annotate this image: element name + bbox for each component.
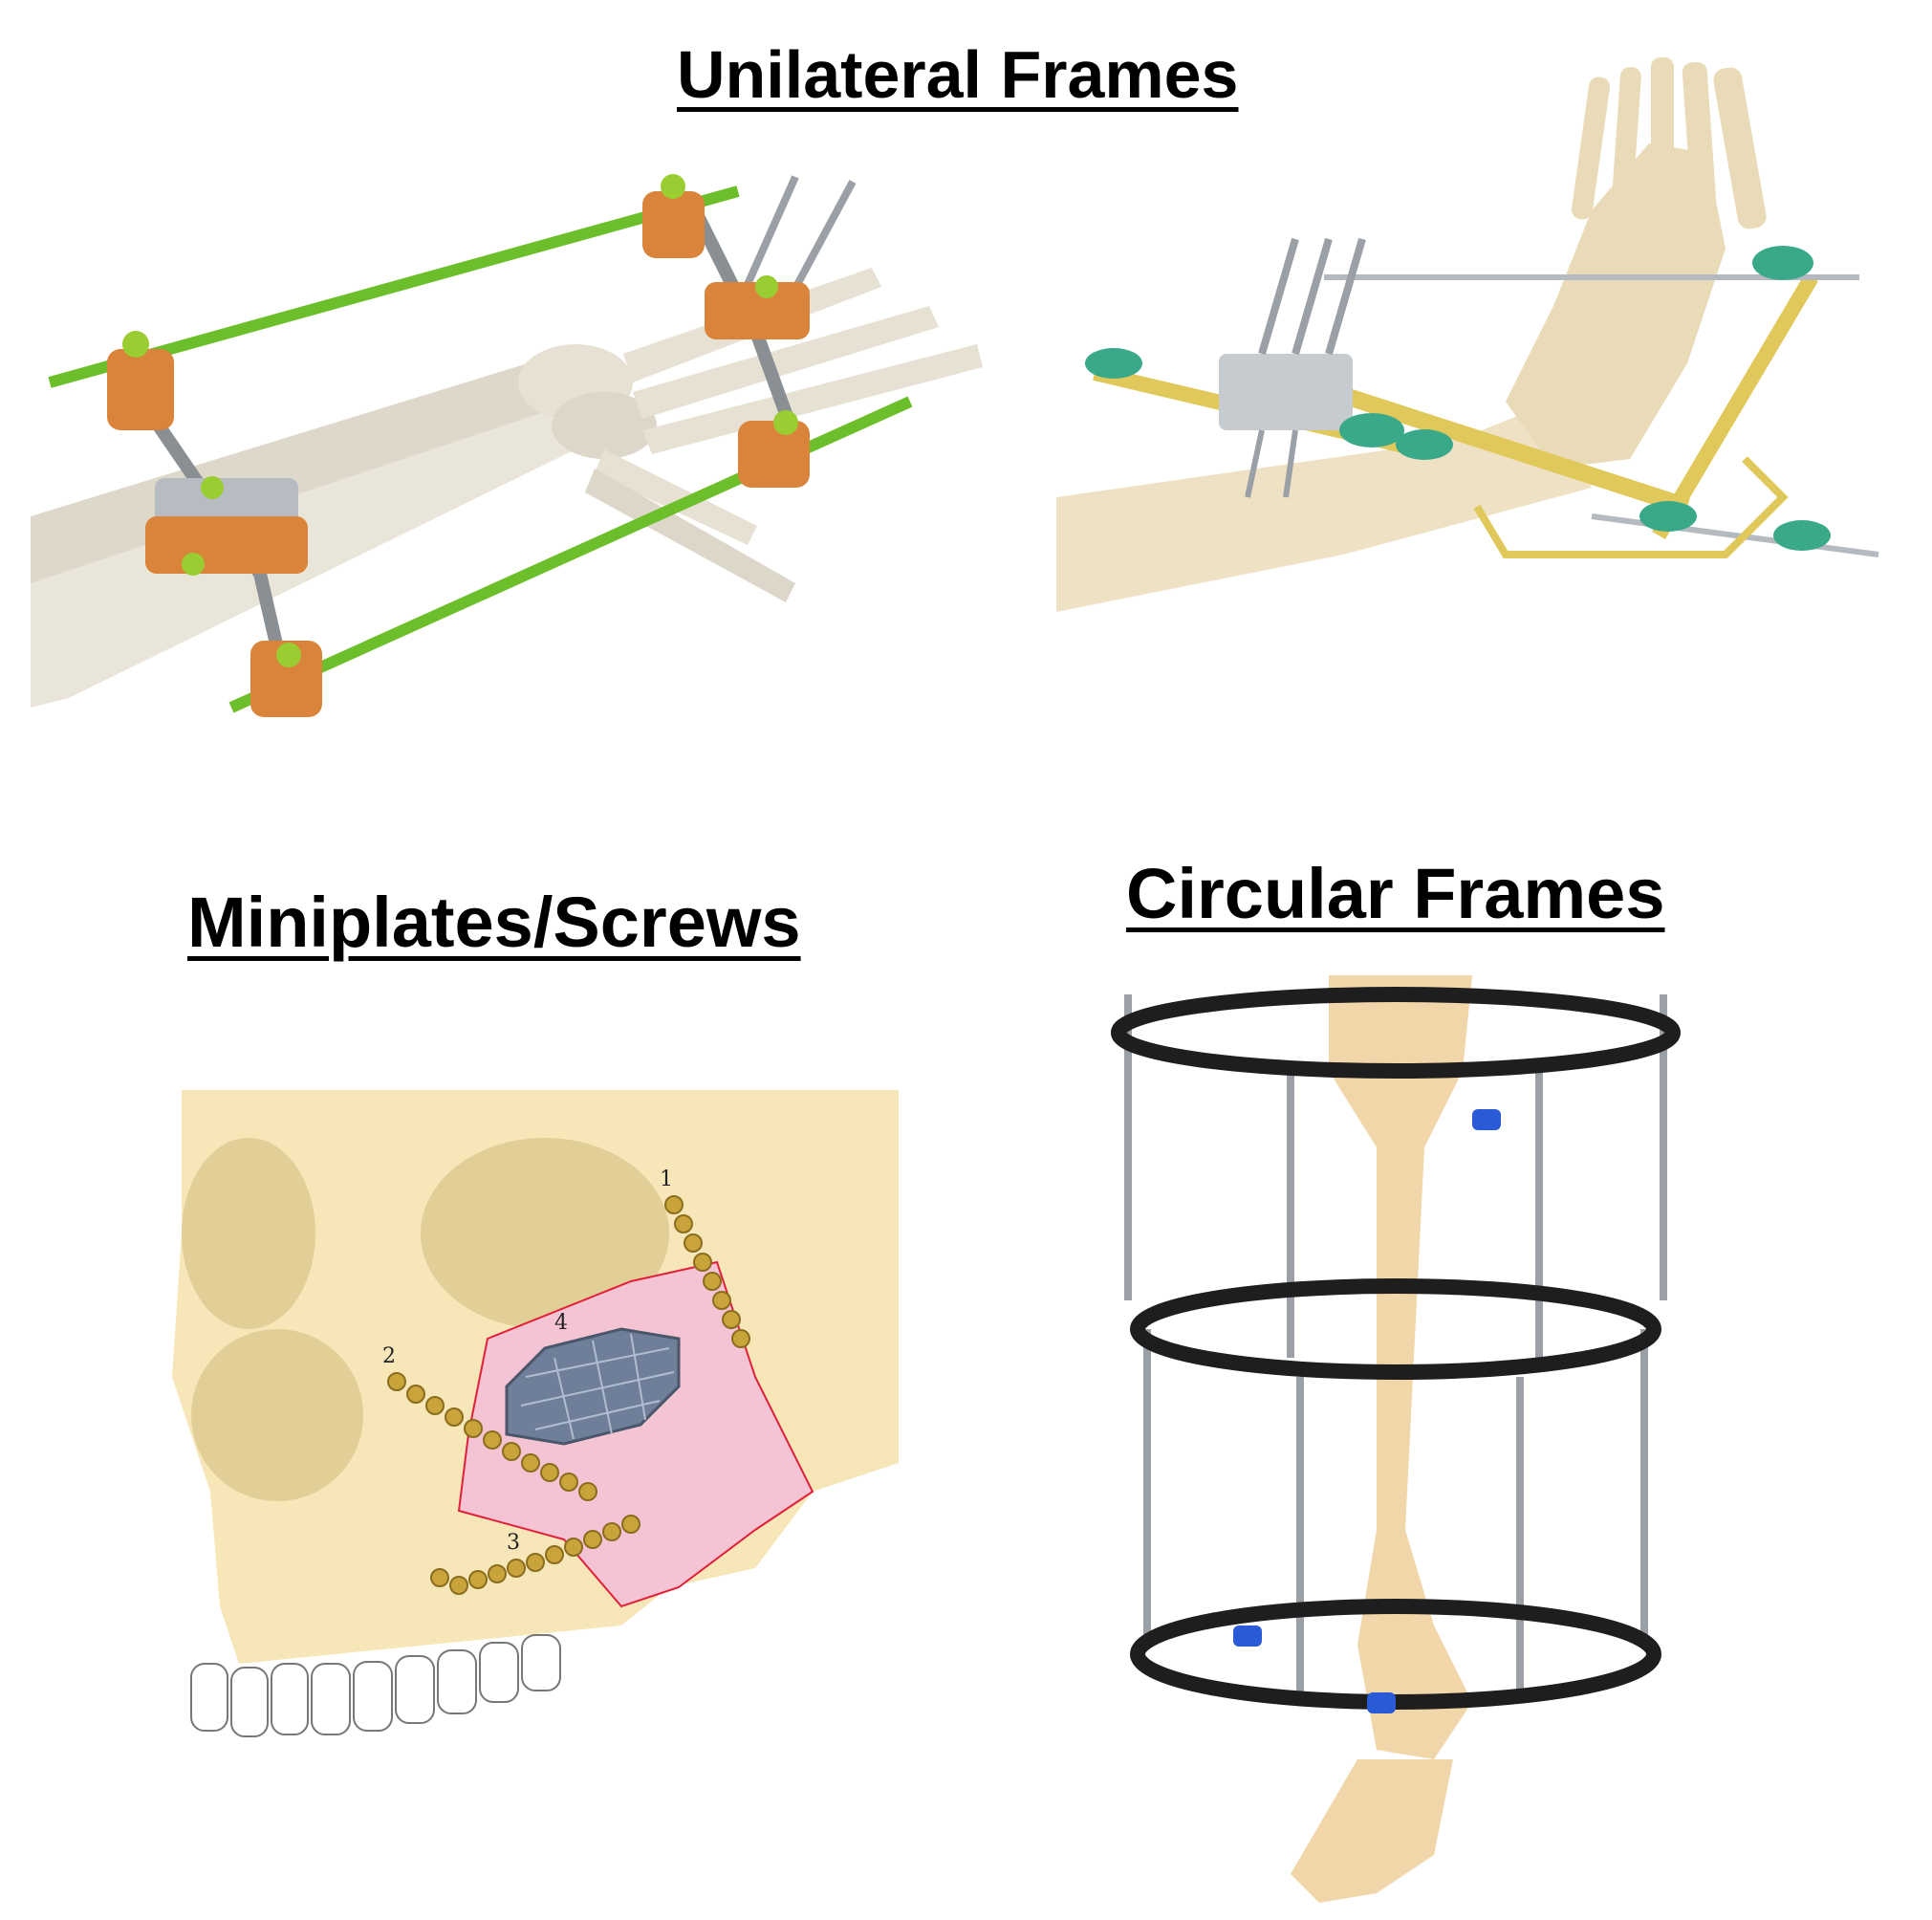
circular-frame-illustration (1111, 975, 1681, 1903)
ankle-unilateral-frame-illustration (1056, 57, 1879, 612)
plate-label-3: 3 (507, 1531, 520, 1555)
forearm-unilateral-frame-illustration (31, 174, 983, 717)
plate-label-1: 1 (660, 1167, 673, 1191)
plate-label-2: 2 (382, 1344, 396, 1368)
mesh-label-4: 4 (554, 1311, 568, 1335)
circular-frames-heading: Circular Frames (1126, 854, 1665, 933)
miniplates-screws-heading: Miniplates/Screws (187, 883, 801, 962)
unilateral-frames-heading: Unilateral Frames (677, 37, 1239, 112)
skull-miniplates-illustration: 1 2 3 4 (172, 1090, 899, 1737)
